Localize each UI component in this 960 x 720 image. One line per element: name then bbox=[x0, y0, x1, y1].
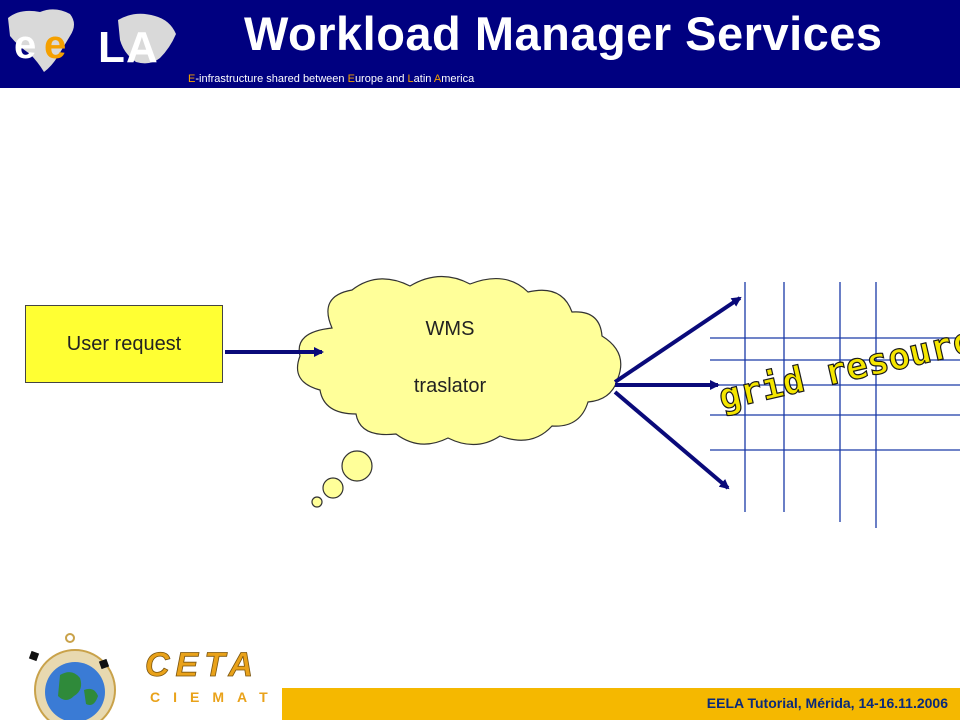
wms-cloud bbox=[296, 275, 622, 508]
footer-bar: EELA Tutorial, Mérida, 14-16.11.2006 bbox=[282, 688, 960, 720]
svg-text:L: L bbox=[98, 23, 125, 72]
svg-text:e: e bbox=[44, 23, 66, 67]
grid-resource-label: grid resource bbox=[715, 315, 960, 418]
footer-text: EELA Tutorial, Mérida, 14-16.11.2006 bbox=[706, 695, 948, 711]
page-title: Workload Manager Services bbox=[244, 7, 883, 60]
arrow-wms-to-top bbox=[613, 296, 742, 384]
user-request-label: User request bbox=[66, 332, 182, 355]
ceta-ciemat-logo: CETA CIEMAT bbox=[28, 633, 281, 720]
svg-text:A: A bbox=[126, 23, 158, 72]
header-bar: e e L A Workload Manager Services E-infr… bbox=[0, 0, 960, 88]
cloud-label-traslator: traslator bbox=[413, 375, 487, 397]
ceta-logo-text: CETA bbox=[145, 646, 259, 684]
flow-arrows bbox=[225, 296, 742, 490]
ciemat-logo-text: CIEMAT bbox=[150, 689, 281, 705]
user-request-box: User request bbox=[25, 305, 223, 383]
svg-text:e: e bbox=[14, 23, 36, 67]
eela-logo: e e L A bbox=[8, 9, 176, 72]
header-subtitle: E-infrastructure shared between Europe a… bbox=[188, 73, 475, 85]
arrow-wms-to-bottom bbox=[613, 390, 730, 490]
cloud-label-wms: WMS bbox=[425, 318, 475, 340]
grid-resource-lines bbox=[710, 282, 960, 528]
